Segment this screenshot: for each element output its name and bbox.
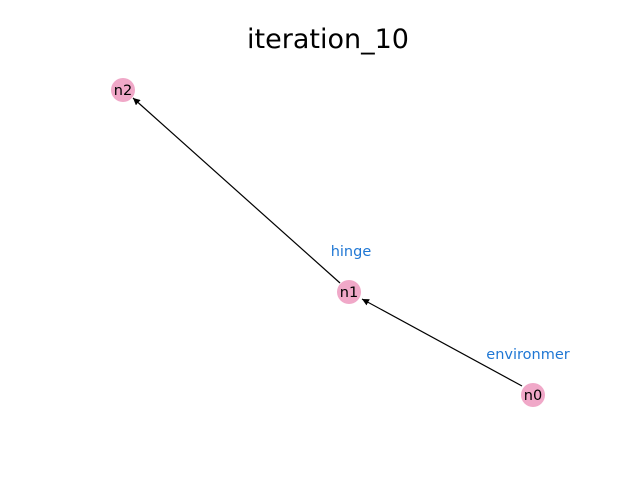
graph-title: iteration_10 (247, 24, 409, 55)
node-n0-circle (521, 383, 545, 407)
node-n2-circle (111, 78, 135, 102)
edge-label-environmer: environmer (486, 347, 569, 363)
edge-n0-n1 (361, 298, 523, 387)
node-n1: n1 (337, 280, 361, 304)
node-n2: n2 (111, 78, 135, 102)
edge-n1-n2 (132, 97, 341, 284)
node-n1-circle (337, 280, 361, 304)
edge-label-hinge: hinge (331, 244, 372, 260)
node-n2-label: n2 (114, 83, 132, 99)
node-n0-label: n0 (524, 388, 542, 404)
node-n1-label: n1 (340, 285, 358, 301)
node-n0: n0 (521, 383, 545, 407)
